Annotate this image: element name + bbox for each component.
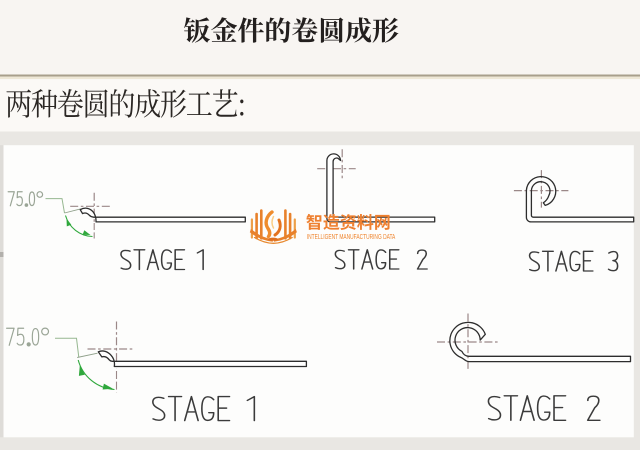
svg-text:INTELLIGENT MANUFACTURING DATA: INTELLIGENT MANUFACTURING DATA: [307, 232, 396, 241]
